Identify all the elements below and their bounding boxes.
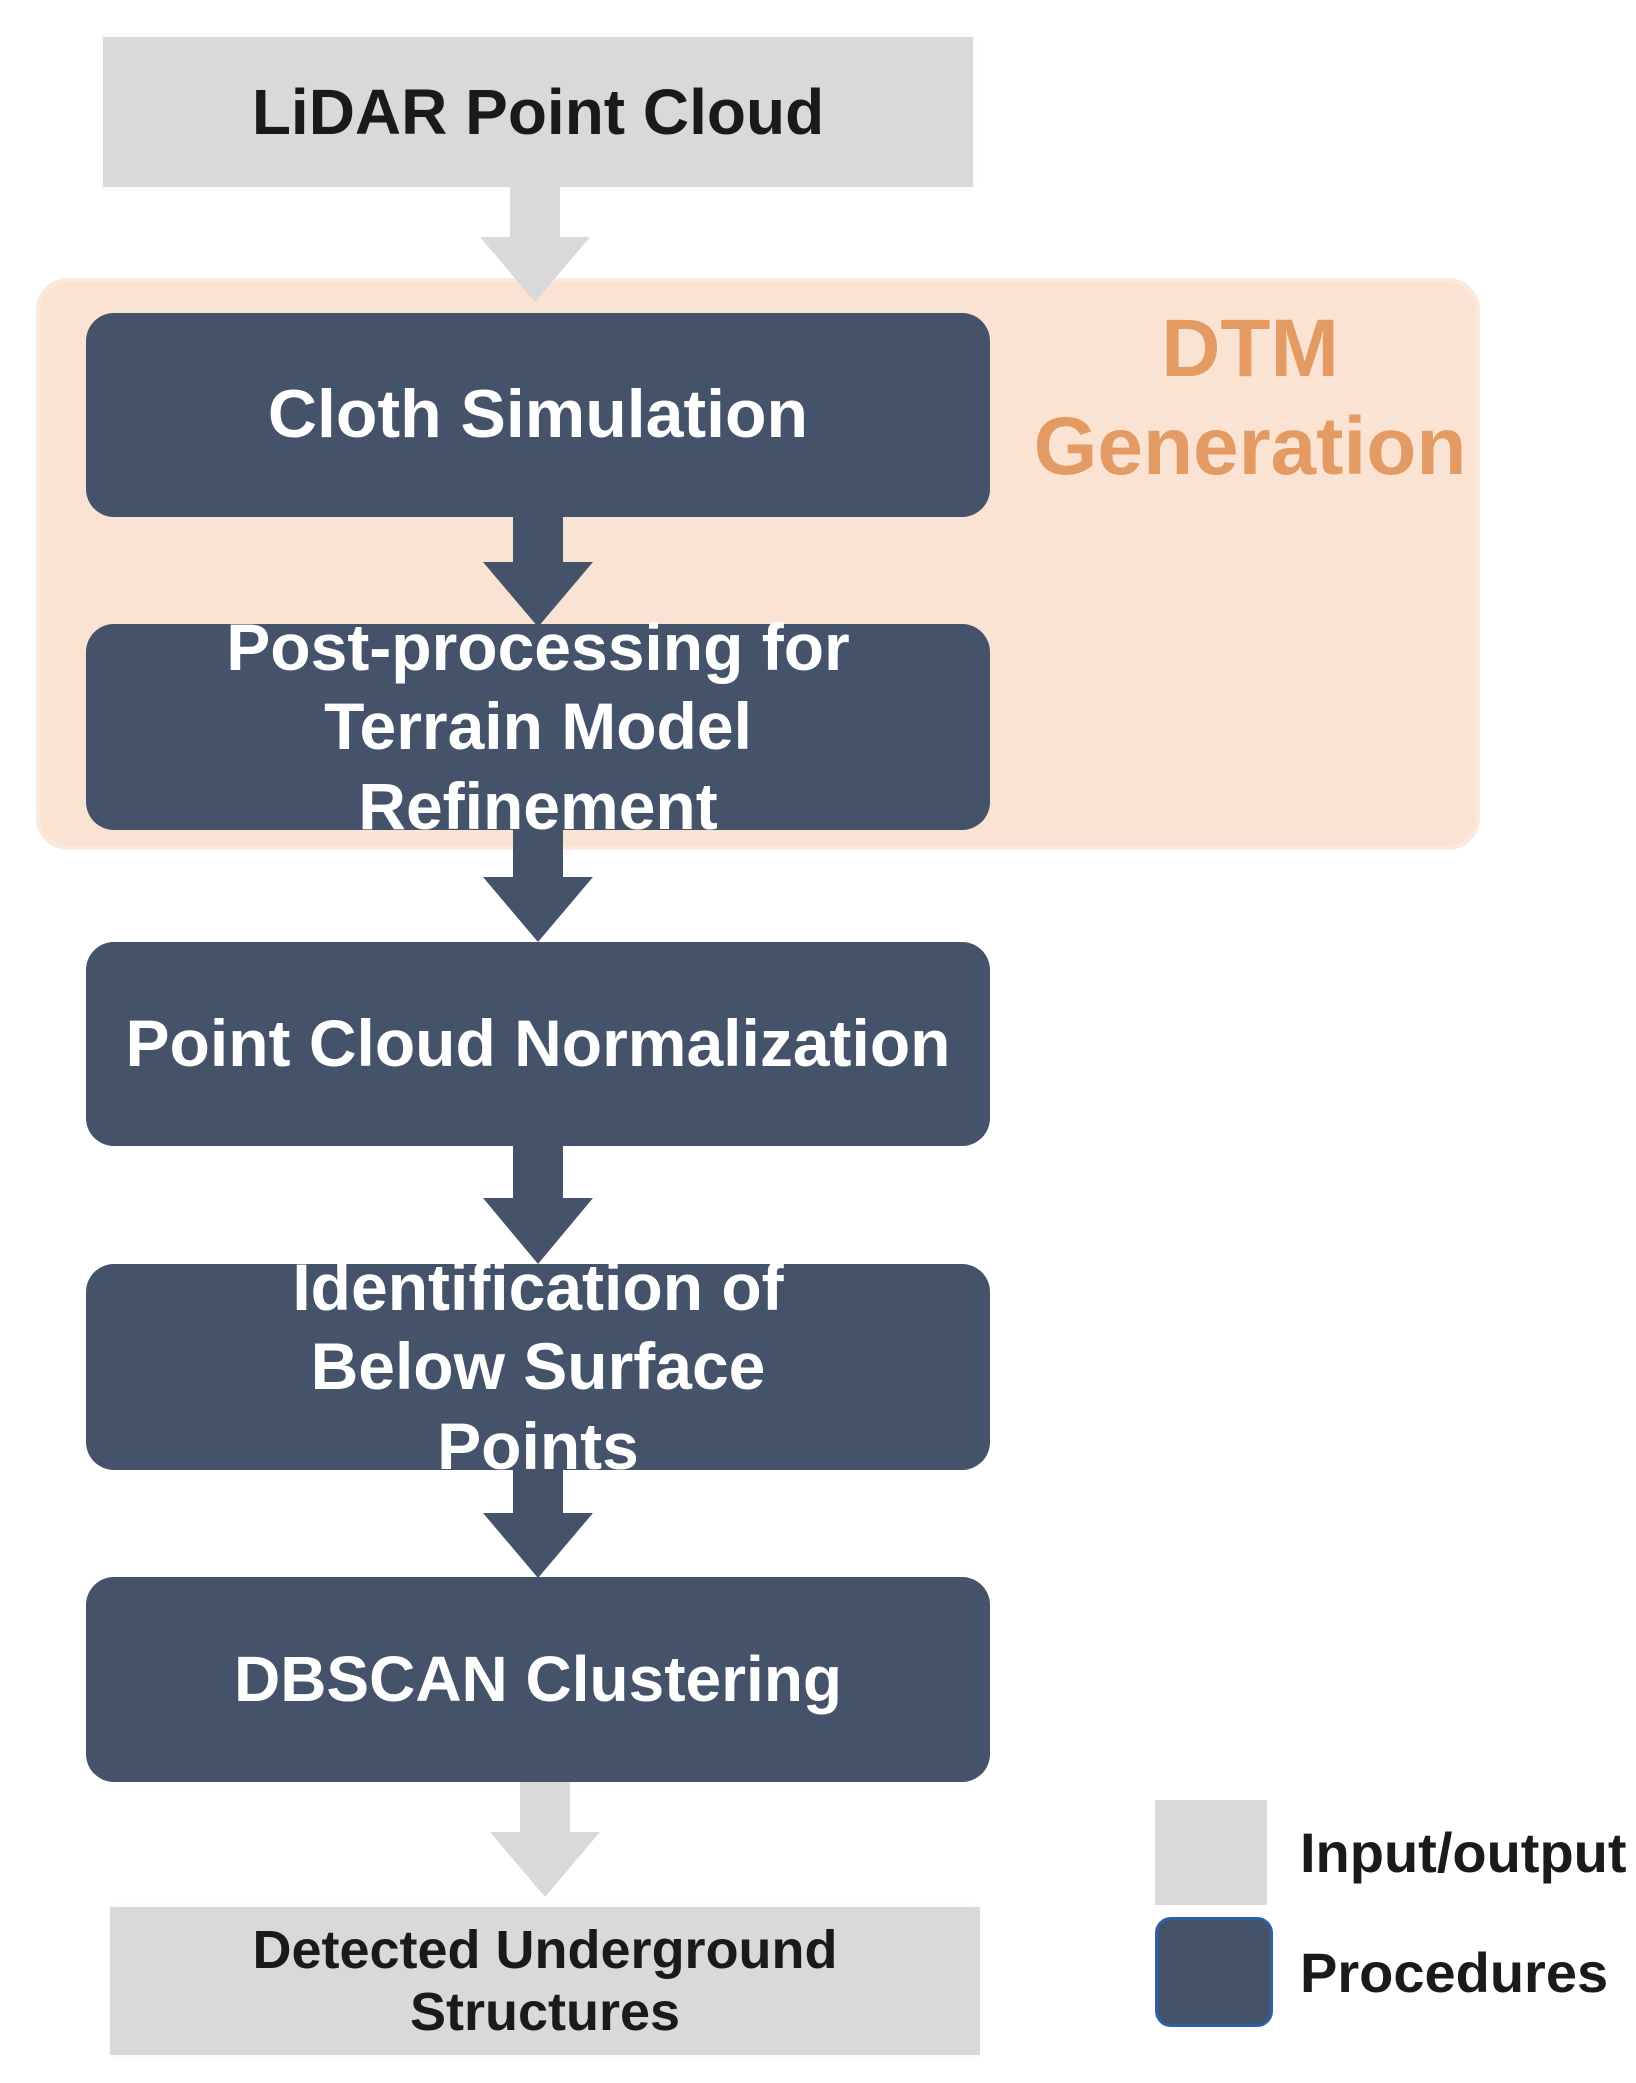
- step-post-processing: Post-processing for Terrain Model Refine…: [86, 610, 990, 843]
- arrow-step4-to-step5-shape: [483, 1470, 593, 1578]
- arrow-step2-to-step3-shape: [483, 830, 593, 942]
- arrow-step5-to-output-shape: [490, 1782, 600, 1897]
- arrow-step2-to-step3: [483, 830, 593, 942]
- arrow-step1-to-step2-shape: [483, 517, 593, 627]
- arrow-input-to-step1-shape: [480, 187, 590, 302]
- dtm-generation-label: DTM Generation: [1033, 303, 1467, 493]
- legend-swatch-io: [1155, 1800, 1267, 1905]
- arrow-step3-to-step4: [483, 1146, 593, 1264]
- legend-label-procedure: Procedures: [1300, 1940, 1609, 2004]
- legend-swatch-procedure: [1155, 1917, 1273, 2027]
- arrow-step4-to-step5: [483, 1470, 593, 1578]
- step-dbscan-clustering: DBSCAN Clustering: [86, 1577, 990, 1782]
- legend: Input/output Procedures: [1150, 1795, 1630, 2040]
- step-point-cloud-normalization: Point Cloud Normalization: [86, 942, 990, 1146]
- output-node-detected-structures: Detected Underground Structures: [110, 1907, 980, 2055]
- arrow-input-to-step1: [480, 187, 590, 302]
- step-cloth-simulation: Cloth Simulation: [86, 313, 990, 517]
- legend-label-io: Input/output: [1300, 1821, 1627, 1884]
- arrow-step5-to-output: [490, 1782, 600, 1897]
- arrow-step3-to-step4-shape: [483, 1146, 593, 1264]
- step-identification-below-surface: Identification of Below Surface Points: [86, 1250, 990, 1483]
- arrow-step1-to-step2: [483, 517, 593, 627]
- input-node-lidar-point-cloud: LiDAR Point Cloud: [103, 37, 973, 187]
